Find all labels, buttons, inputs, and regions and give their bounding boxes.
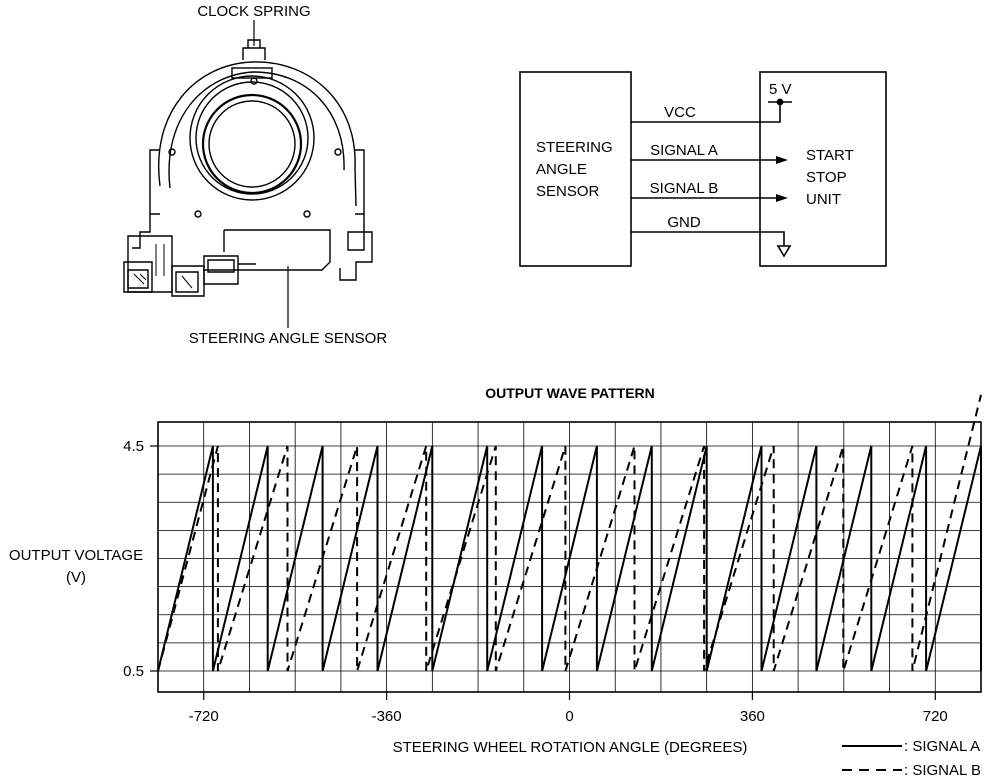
- right-block-line-3: UNIT: [806, 191, 841, 208]
- block-diagram: STEERING ANGLE SENSOR START STOP UNIT 5 …: [519, 71, 887, 267]
- clock-spring-label: CLOCK SPRING: [197, 3, 310, 20]
- legend-signal-a-label: : SIGNAL A: [904, 738, 980, 755]
- gnd-label: GND: [667, 214, 701, 231]
- signal-a-label: SIGNAL A: [650, 142, 718, 159]
- sensor-connector-left: [127, 235, 173, 293]
- clock-spring-body: [158, 61, 357, 207]
- signal-a-wave: [157, 445, 982, 672]
- y-tick-label: 4.5: [123, 438, 144, 455]
- gnd-wire: [631, 231, 785, 246]
- x-tick-label: -720: [189, 708, 219, 725]
- steering-angle-sensor-label: STEERING ANGLE SENSOR: [189, 330, 388, 347]
- x-axis-label: STEERING WHEEL ROTATION ANGLE (DEGREES): [393, 739, 748, 756]
- signal-b-label: SIGNAL B: [650, 180, 719, 197]
- x-tick-label: 360: [740, 708, 765, 725]
- wave-chart: OUTPUT WAVE PATTERN OUTPUT VOLTAGE (V) -…: [9, 385, 982, 756]
- left-block-line-3: SENSOR: [536, 183, 600, 200]
- right-block-line-2: STOP: [806, 169, 847, 186]
- steering-angle-sensor-block: [519, 71, 632, 267]
- signal-b-wave: [157, 394, 982, 672]
- chart-title: OUTPUT WAVE PATTERN: [485, 385, 655, 401]
- chart-legend: : SIGNAL A : SIGNAL B: [842, 738, 981, 779]
- sensor-illustration: CLOCK SPRING: [123, 3, 388, 347]
- x-tick-label: -360: [372, 708, 402, 725]
- right-block-line-1: START: [806, 147, 854, 164]
- sensor-connector-center: [203, 255, 239, 285]
- supply-voltage-label: 5 V: [769, 81, 792, 98]
- start-stop-unit-block: [759, 71, 887, 267]
- left-block-line-1: STEERING: [536, 139, 613, 156]
- clock-spring-ring: [189, 75, 315, 201]
- y-axis-label-line-2: (V): [66, 569, 86, 586]
- x-tick-label: 720: [923, 708, 948, 725]
- y-tick-label: 0.5: [123, 663, 144, 680]
- chart-ticks: -720 -360 0 360 720 0.5 4.5: [123, 438, 948, 725]
- vcc-label: VCC: [664, 104, 696, 121]
- chart-series: [157, 394, 982, 672]
- legend-signal-b-label: : SIGNAL B: [904, 762, 981, 779]
- vcc-wire: [631, 103, 781, 123]
- left-block-line-2: ANGLE: [536, 161, 587, 178]
- x-tick-label: 0: [565, 708, 573, 725]
- ground-symbol: [776, 245, 792, 258]
- y-axis-label-line-1: OUTPUT VOLTAGE: [9, 547, 143, 564]
- steering-angle-sensor-body: [204, 229, 331, 271]
